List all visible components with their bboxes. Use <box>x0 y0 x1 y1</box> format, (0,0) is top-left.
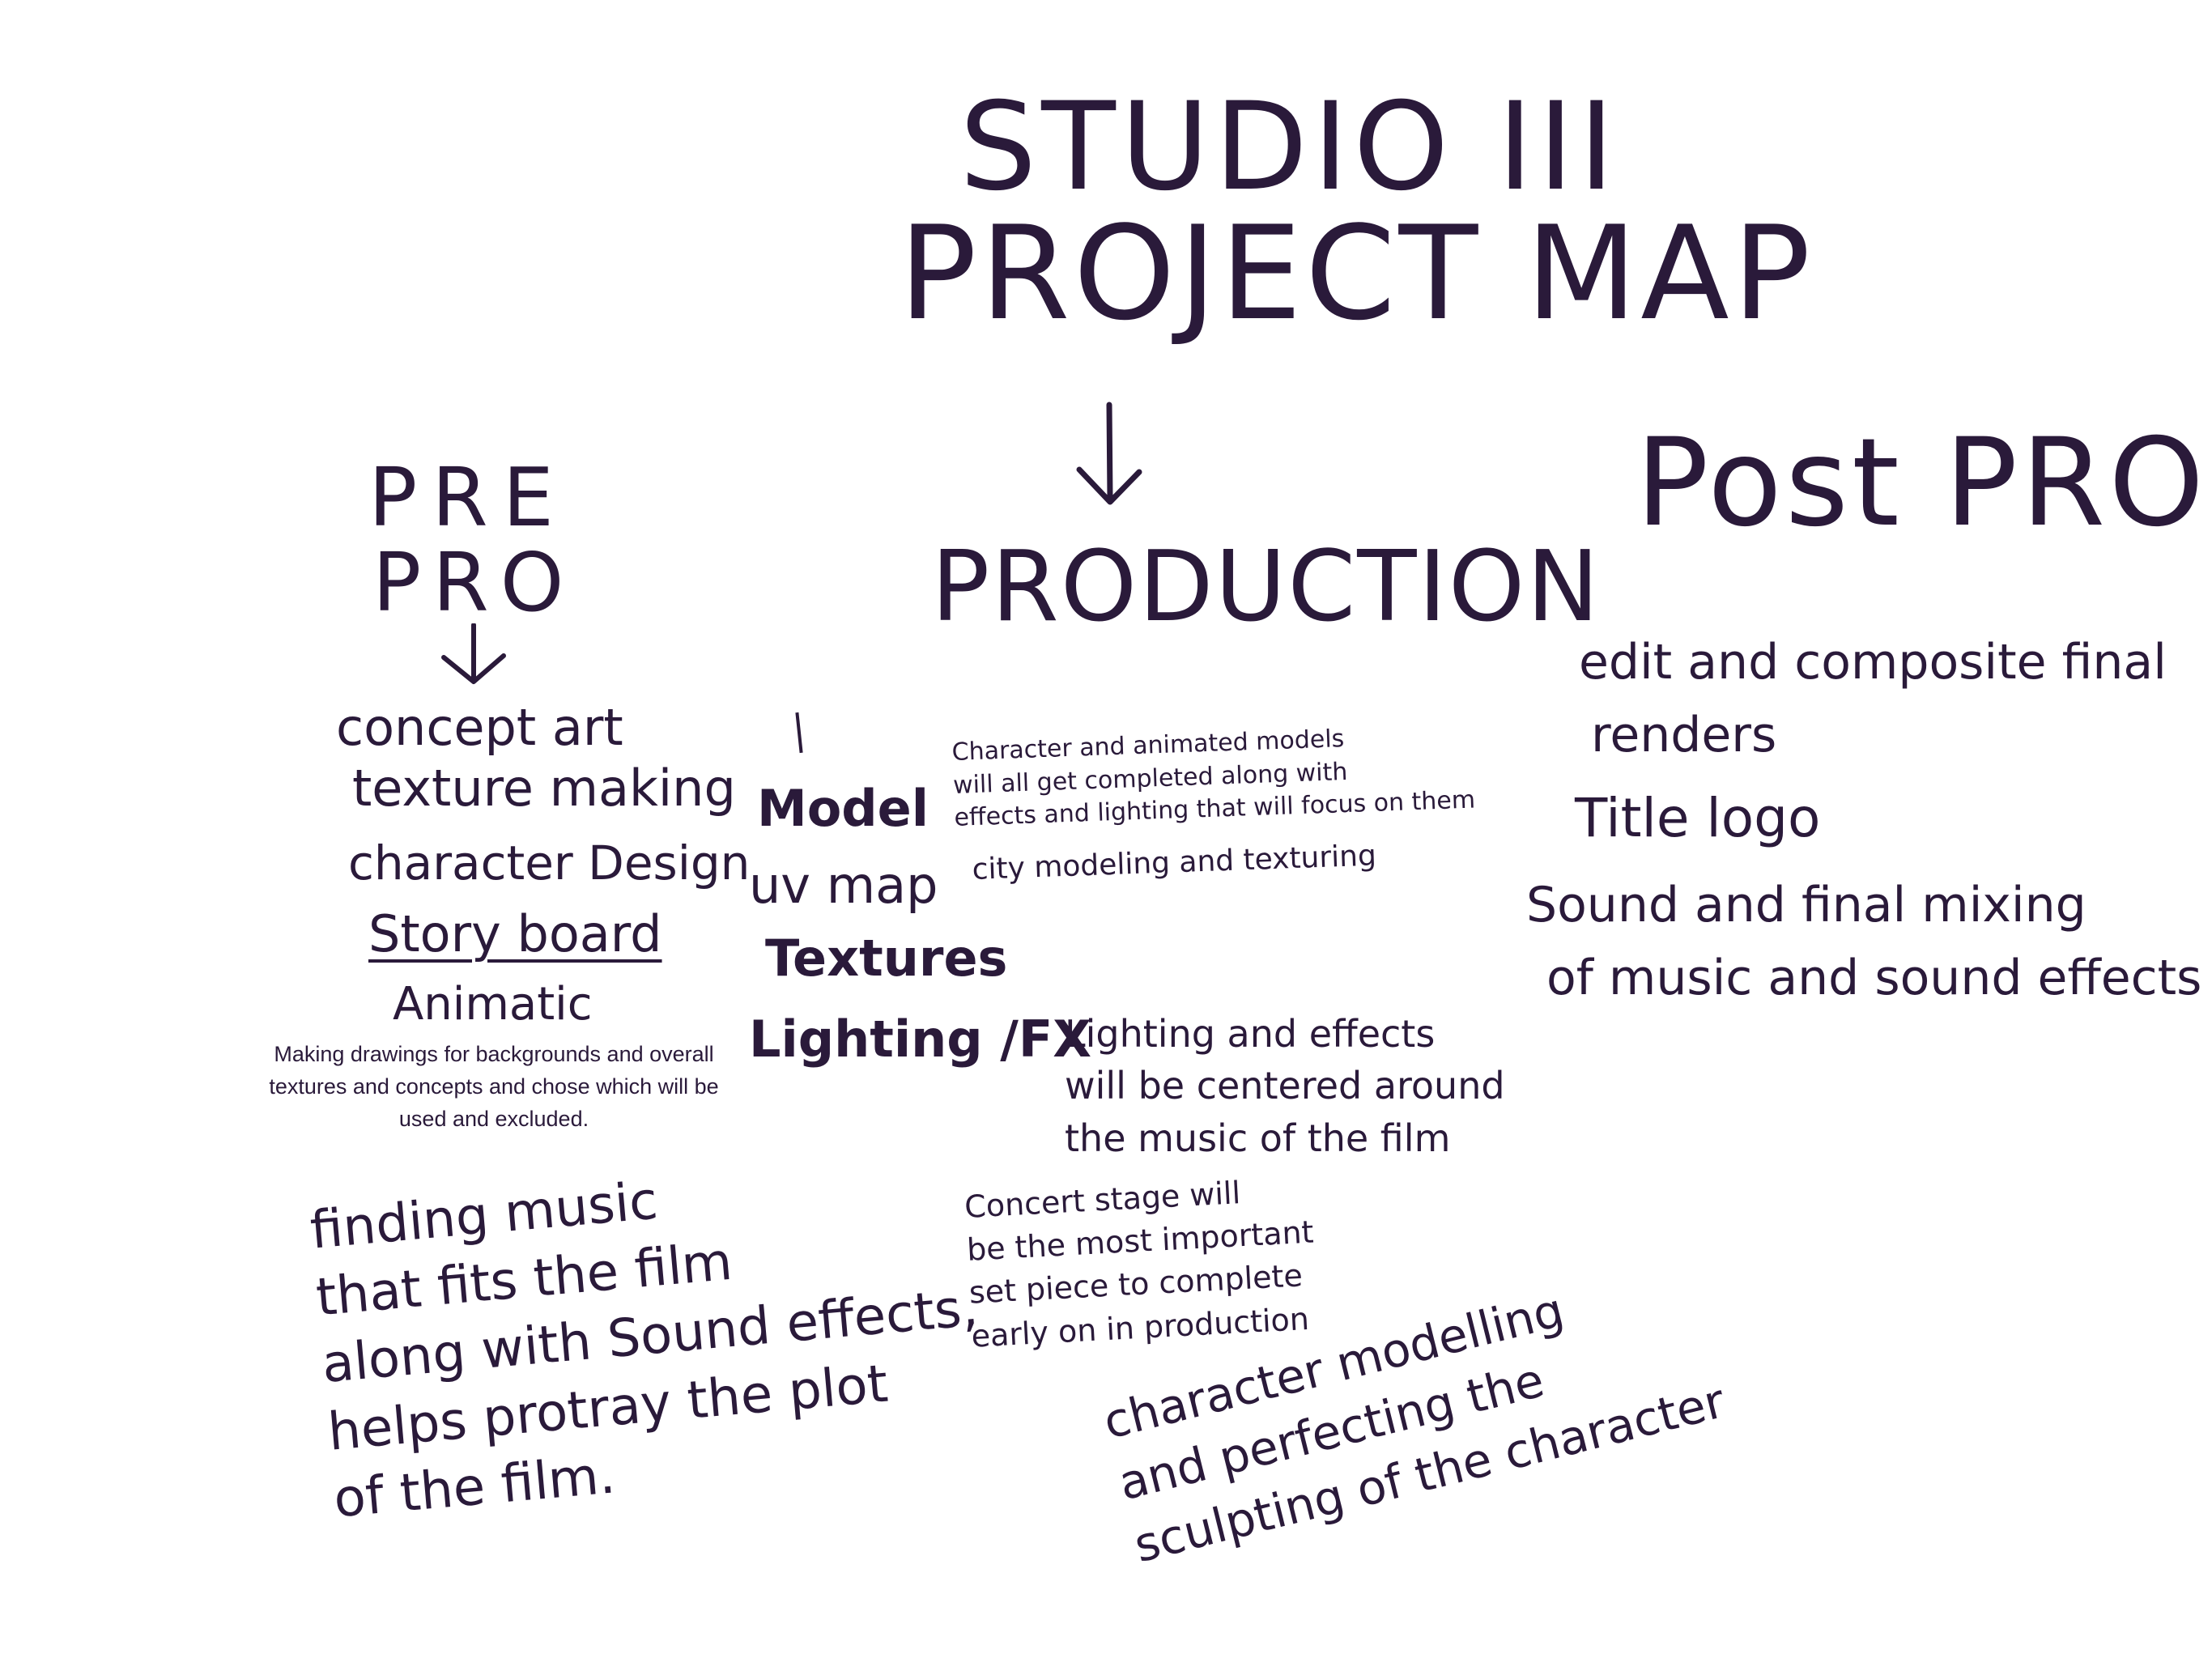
prepro-item: texture making <box>352 759 736 818</box>
title-line-project-map: PROJECT MAP <box>899 198 1814 349</box>
production-step: Lighting /FX <box>749 1010 1092 1069</box>
tick-mark <box>795 712 803 754</box>
postpro-item: of music and sound effects <box>1546 950 2202 1006</box>
prepro-heading-line2: PRO <box>372 535 576 630</box>
postpro-item: renders <box>1591 707 1777 763</box>
postpro-item: Sound and final mixing <box>1526 877 2087 933</box>
prepro-item: Story board <box>368 904 662 963</box>
arrow-down-icon <box>1076 402 1142 505</box>
title-line-studio: STUDIO III <box>959 77 1619 218</box>
postpro-heading: Post PRO <box>1636 413 2208 554</box>
prepro-item: Animatic <box>393 978 593 1031</box>
production-note-models: Character and animated models will all g… <box>951 725 1476 832</box>
production-note-lighting: Lighting and effects will be centered ar… <box>1065 1012 1505 1160</box>
postpro-item: edit and composite final <box>1579 634 2167 691</box>
prepro-item: concept art <box>336 698 623 757</box>
arrow-down-icon <box>441 623 506 684</box>
prepro-typed-note: Making drawings for backgrounds and over… <box>269 1042 719 1131</box>
production-note-stage: Concert stage will be the most important… <box>963 1175 1315 1354</box>
music-note: finding music that fits the film along w… <box>308 1171 981 1530</box>
production-heading: PRODUCTION <box>931 531 1602 644</box>
prepro-item: character Design <box>348 835 751 891</box>
production-note-city: city modeling and texturing <box>971 839 1377 886</box>
production-step: uv map <box>749 856 938 915</box>
postpro-item: Title logo <box>1575 787 1821 849</box>
production-step: Model <box>757 779 929 838</box>
production-step: Textures <box>765 929 1008 988</box>
prepro-heading-line1: PRE <box>368 450 568 545</box>
